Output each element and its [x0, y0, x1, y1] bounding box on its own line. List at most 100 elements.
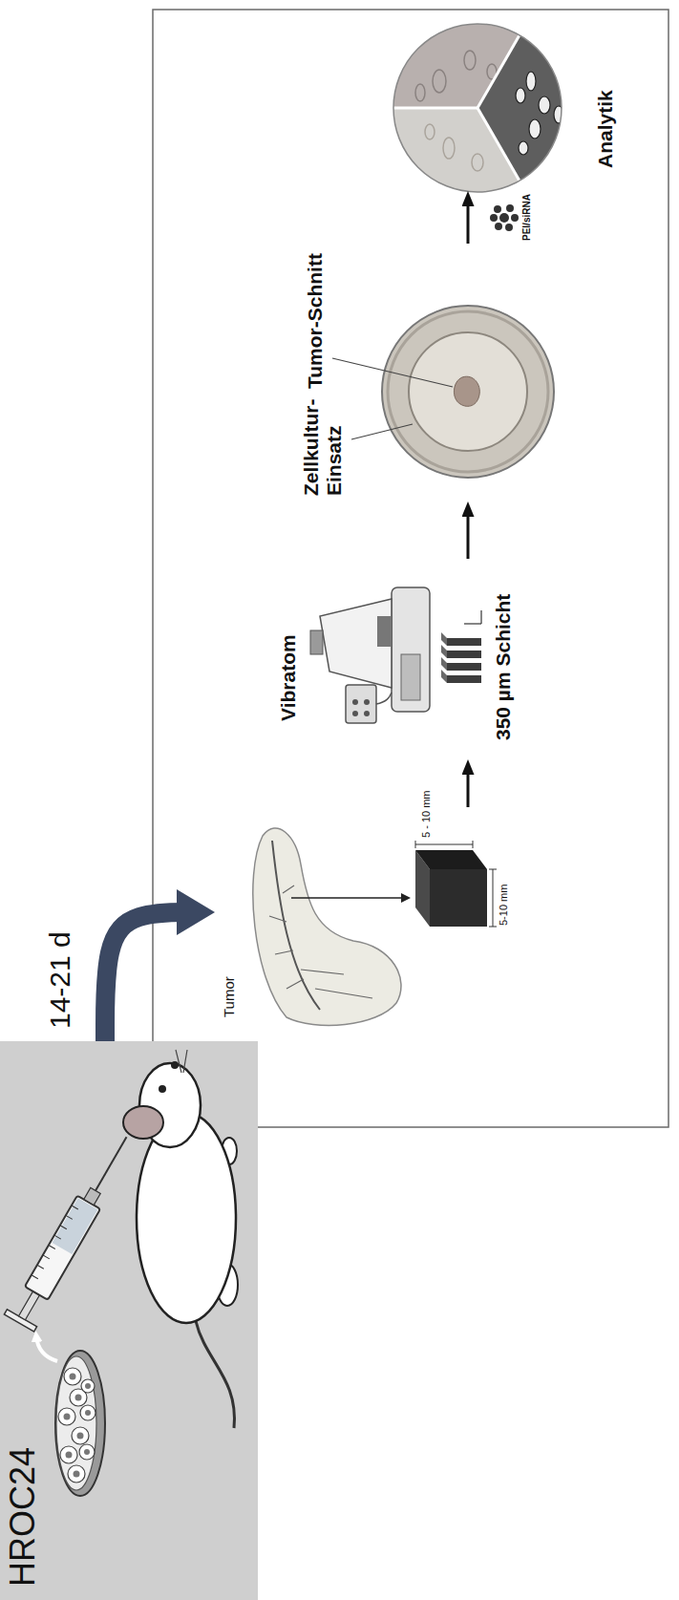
analysis-images — [393, 23, 564, 192]
analysis-images — [471, 153, 484, 171]
vibratome-stage: Vibratom 350 µm Schicht — [276, 558, 531, 760]
syringe — [37, 1264, 44, 1269]
analysis-images — [443, 137, 455, 159]
slice-stack — [446, 637, 482, 646]
analysis-images — [529, 119, 541, 139]
pancreas — [272, 840, 320, 1010]
reagent-label: PEI/siRNA — [521, 193, 533, 241]
mouse — [158, 1084, 167, 1093]
analysis-images — [393, 106, 478, 110]
syringe — [84, 1187, 101, 1205]
mouse — [123, 1105, 164, 1139]
mouse — [175, 1049, 188, 1073]
analysis-images — [393, 23, 562, 192]
vibratome — [352, 710, 359, 717]
mouse — [183, 1049, 188, 1073]
analysis-images — [432, 69, 446, 93]
analysis-images — [415, 84, 425, 102]
process-arrow — [466, 198, 470, 244]
cell-line-label: HROC24 — [2, 1446, 43, 1587]
slice-label: Tumor-Schnitt — [303, 253, 327, 389]
slice-stack — [480, 610, 482, 624]
mouse — [123, 1049, 238, 1428]
culture-dish — [67, 1464, 85, 1483]
slice-stack — [446, 637, 482, 683]
mouse — [170, 1060, 179, 1069]
process-arrow — [466, 766, 470, 807]
transfer-arrow — [36, 1336, 58, 1361]
culture-dish — [55, 1350, 106, 1496]
culture-dish — [73, 1470, 81, 1478]
tumor-cube — [415, 840, 497, 927]
process-arrow — [466, 509, 470, 559]
tumor-stage: Tumor — [214, 806, 507, 1037]
organ-label: Tumor — [220, 976, 237, 1018]
pancreas — [253, 827, 409, 1025]
slice-stack — [441, 657, 447, 671]
culture-insert-dish — [332, 358, 453, 387]
model-panel: HROC24 — [0, 1040, 258, 1600]
slice-stack — [441, 632, 447, 683]
pancreas — [253, 827, 402, 1025]
analysis-images — [515, 71, 564, 155]
culture-dish — [69, 1373, 77, 1380]
pancreas — [269, 885, 373, 998]
vibratome — [352, 699, 370, 717]
analysis-images — [538, 96, 551, 114]
tumor-cube — [415, 849, 488, 870]
analysis-images — [526, 71, 536, 91]
culture-insert-dish — [381, 305, 554, 478]
culture-dish — [80, 1404, 96, 1421]
tumor-cube — [415, 844, 473, 846]
culture-insert-dish — [351, 424, 413, 440]
culture-stage: Zellkultur- EinsatzTumor-Schnitt — [286, 243, 573, 502]
tumor-cube — [415, 840, 497, 927]
culture-dish — [63, 1373, 92, 1478]
syringe — [19, 1291, 41, 1320]
culture-dish — [79, 1443, 95, 1460]
pancreas — [282, 885, 295, 893]
slice-thickness-label: 350 µm Schicht — [491, 594, 515, 741]
vibratome — [391, 587, 430, 712]
culture-insert-dish — [408, 332, 528, 451]
culture-insert-dish — [332, 305, 554, 478]
tumor-cube — [429, 869, 488, 927]
time-arrow — [105, 912, 196, 1041]
dimension-label: 5-10 mm — [497, 884, 510, 926]
analysis-images — [424, 124, 484, 171]
syringe — [3, 1127, 142, 1332]
device-label: Vibratom — [276, 634, 300, 722]
culture-dish — [71, 1426, 89, 1444]
analysis-images — [464, 50, 476, 70]
dimension-label: 5 - 10 mm — [420, 789, 433, 838]
culture-dish — [81, 1379, 95, 1393]
tumor-cube — [492, 869, 494, 927]
culture-insert-dish — [387, 311, 549, 472]
syringe — [65, 1214, 73, 1219]
syringe — [31, 1274, 39, 1279]
method-frame — [152, 9, 669, 1127]
pancreas — [269, 915, 287, 922]
polyplex-symbol — [505, 223, 513, 232]
slice-stack — [441, 632, 447, 646]
pancreas — [300, 969, 344, 975]
polyplex-symbol — [489, 204, 519, 232]
mouse — [195, 1320, 234, 1428]
culture-dish — [84, 1382, 91, 1389]
analysis-images — [518, 141, 529, 155]
slice-stack — [441, 610, 482, 683]
syringe — [52, 1197, 99, 1254]
syringe — [95, 1136, 128, 1190]
culture-insert-dish — [453, 376, 480, 406]
culture-dish — [63, 1413, 71, 1421]
tumor-cube — [488, 869, 497, 870]
culture-dish — [77, 1432, 85, 1440]
vibratome — [376, 692, 392, 704]
slice-stack — [464, 622, 482, 624]
pancreas — [315, 988, 373, 998]
model-panel-ground — [0, 1040, 258, 1600]
culture-dish — [55, 1350, 106, 1496]
syringe — [42, 1254, 50, 1259]
